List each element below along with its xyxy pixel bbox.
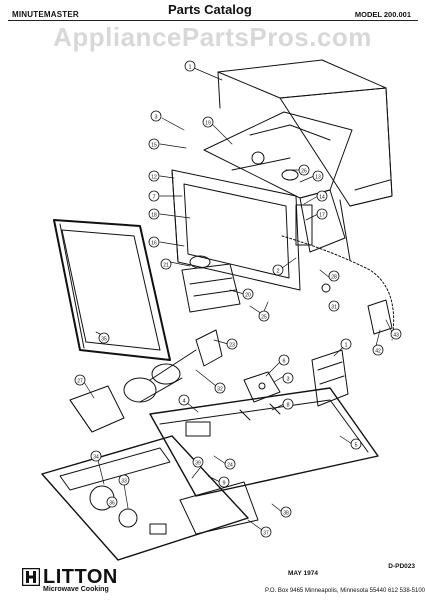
svg-text:6: 6 [282, 359, 285, 365]
litton-logo-icon [22, 568, 40, 586]
svg-text:3: 3 [154, 115, 157, 121]
callout-2: 2 [272, 264, 284, 276]
svg-text:5: 5 [354, 443, 357, 449]
callout-3b: 3 [282, 372, 294, 384]
page-title: Parts Catalog [168, 2, 252, 17]
svg-text:20: 20 [245, 293, 251, 299]
callout-31: 31 [328, 300, 340, 312]
callout-43: 43 [390, 328, 402, 340]
svg-text:7: 7 [152, 195, 155, 201]
brand-name: LITTON [43, 566, 118, 588]
svg-text:32: 32 [217, 387, 223, 393]
svg-text:25: 25 [261, 315, 267, 321]
svg-text:37: 37 [263, 531, 269, 537]
callout-18: 18 [148, 208, 160, 220]
callout-28: 28 [328, 270, 340, 282]
wire-detail [321, 283, 393, 335]
callout-23: 23 [226, 338, 238, 350]
svg-text:14: 14 [319, 195, 325, 201]
callout-26: 26 [298, 164, 310, 176]
callout-27: 27 [74, 374, 86, 386]
model-number: MODEL 200.001 [354, 10, 411, 19]
callout-7: 7 [148, 190, 160, 202]
svg-text:16: 16 [151, 241, 157, 247]
callout-3: 3 [150, 110, 162, 122]
callout-1: 1 [184, 60, 196, 72]
svg-text:2: 2 [276, 269, 279, 275]
callout-34: 34 [90, 450, 102, 462]
callout-19: 19 [202, 116, 214, 128]
svg-text:38: 38 [283, 511, 289, 517]
base-plate [149, 387, 379, 497]
svg-text:9: 9 [222, 481, 225, 487]
svg-text:12: 12 [151, 175, 157, 181]
callout-9: 9 [218, 476, 230, 488]
svg-text:1: 1 [344, 343, 347, 349]
callout-39: 39 [192, 456, 204, 468]
callout-35: 35 [98, 332, 110, 344]
svg-text:1: 1 [188, 65, 191, 71]
svg-text:27: 27 [77, 379, 83, 385]
svg-text:39: 39 [195, 461, 201, 467]
svg-text:15: 15 [151, 143, 157, 149]
transformer-block [181, 255, 241, 313]
svg-text:35: 35 [101, 337, 107, 343]
svg-text:33: 33 [121, 479, 127, 485]
svg-text:42: 42 [375, 349, 381, 355]
callout-42: 42 [372, 344, 384, 356]
svg-text:28: 28 [331, 275, 337, 281]
callout-6: 6 [278, 354, 290, 366]
callout-21: 21 [160, 258, 172, 270]
svg-text:19: 19 [205, 121, 211, 127]
svg-text:4: 4 [182, 399, 185, 405]
fan-motor [123, 329, 223, 403]
drawing-code: D-PD023 [388, 563, 415, 570]
catalog-date: MAY 1974 [288, 570, 318, 577]
callout-16: 16 [148, 236, 160, 248]
outer-cabinet [217, 59, 393, 207]
svg-text:31: 31 [331, 305, 337, 311]
callout-1b: 1 [340, 338, 352, 350]
watermark: AppliancePartsPros.com [53, 22, 372, 52]
brand-left: MINUTEMASTER [12, 10, 79, 19]
brand-subtitle: Microwave Cooking [43, 586, 109, 593]
svg-text:36: 36 [109, 501, 115, 507]
callout-20: 20 [242, 288, 254, 300]
callout-36: 36 [106, 496, 118, 508]
svg-text:18: 18 [151, 213, 157, 219]
callout-8: 8 [282, 398, 294, 410]
callout-25: 25 [258, 310, 270, 322]
callout-32: 32 [214, 382, 226, 394]
svg-text:13: 13 [315, 175, 321, 181]
callout-38: 38 [280, 506, 292, 518]
callout-17: 17 [316, 208, 328, 220]
svg-text:43: 43 [393, 333, 399, 339]
callout-15: 15 [148, 138, 160, 150]
svg-text:3: 3 [286, 377, 289, 383]
svg-text:23: 23 [229, 343, 235, 349]
blower-duct [69, 385, 125, 433]
callout-5: 5 [350, 438, 362, 450]
svg-text:26: 26 [301, 169, 307, 175]
svg-text:8: 8 [286, 403, 289, 409]
door-panel [53, 219, 171, 361]
callout-12: 12 [148, 170, 160, 182]
control-panel [41, 435, 259, 561]
callout-33: 33 [118, 474, 130, 486]
svg-text:24: 24 [227, 463, 233, 469]
svg-text:21: 21 [163, 263, 169, 269]
callout-4: 4 [178, 394, 190, 406]
svg-text:17: 17 [319, 213, 325, 219]
company-address: P.O. Box 9465 Minneapolis, Minnesota 554… [265, 588, 425, 594]
callout-14: 14 [316, 190, 328, 202]
switch-bracket [243, 371, 281, 403]
callout-24: 24 [224, 458, 236, 470]
header-rule [8, 20, 418, 21]
svg-text:34: 34 [93, 455, 99, 461]
callout-37: 37 [260, 526, 272, 538]
callout-13: 13 [312, 170, 324, 182]
